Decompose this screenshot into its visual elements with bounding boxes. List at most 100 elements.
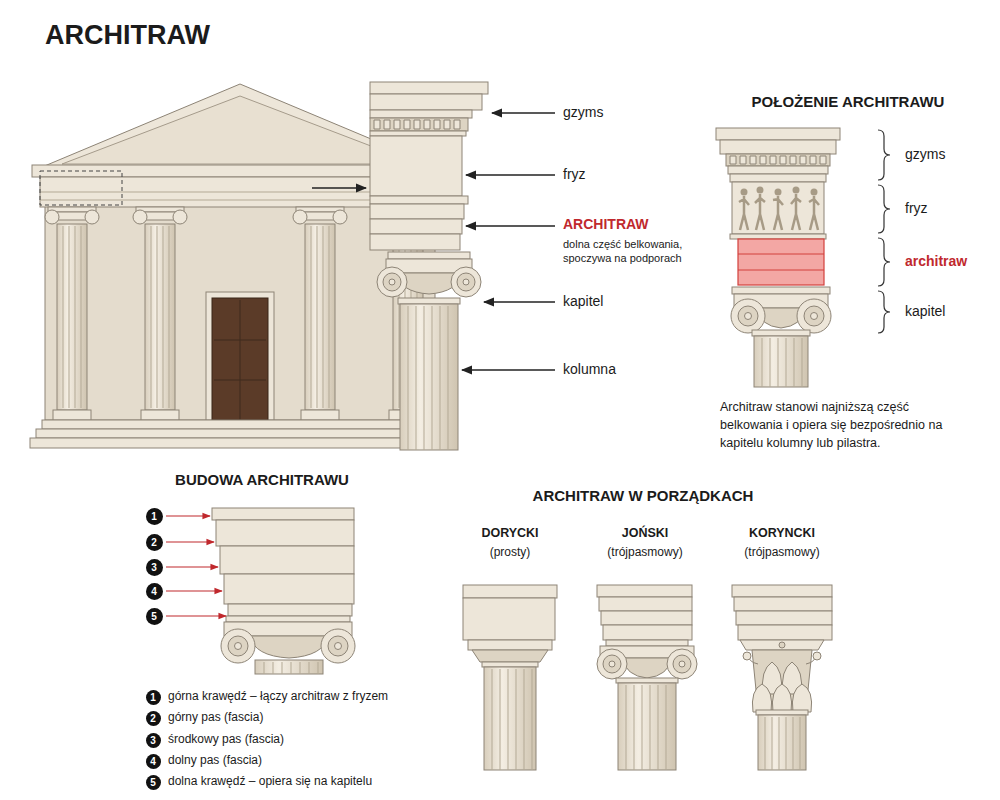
column-base <box>301 410 339 420</box>
fluting <box>408 306 448 450</box>
volute <box>328 636 348 656</box>
corner-volute <box>813 652 821 660</box>
list-item: górny pas (fascia) <box>168 710 263 724</box>
column-shaft <box>758 715 806 770</box>
cornice-cove <box>720 140 836 154</box>
echinus <box>472 650 548 662</box>
volute <box>738 306 758 326</box>
callout-number: 4 <box>146 754 161 769</box>
detail-arrow <box>312 187 366 188</box>
callout-number: 4 <box>146 583 163 600</box>
relief-head <box>775 189 782 196</box>
volute <box>673 655 691 673</box>
column-base <box>141 410 179 420</box>
cornice-fillet <box>370 110 472 118</box>
part-label: gzyms <box>905 146 945 163</box>
fluting <box>151 226 169 408</box>
acanthus-leaves <box>752 684 811 712</box>
callout-label: 4 <box>150 756 156 767</box>
part-label: fryz <box>563 166 586 183</box>
part-label: gzyms <box>563 104 603 121</box>
leader-arrow <box>466 174 555 175</box>
fluting <box>311 226 329 408</box>
list-item: dolna krawędź – opiera się na kapitelu <box>168 774 372 788</box>
fascia <box>599 597 692 611</box>
callout-label: 3 <box>150 735 156 746</box>
volute <box>377 267 407 297</box>
fascia <box>220 546 354 574</box>
fascia <box>734 597 832 611</box>
tympanum <box>62 96 418 164</box>
ionic-order <box>597 585 697 770</box>
callout-label: 4 <box>151 586 157 597</box>
cornice-slab <box>370 82 488 94</box>
bottom-edge <box>228 604 352 616</box>
architrave-highlight <box>738 239 824 285</box>
volute <box>603 655 621 673</box>
fluting <box>492 669 532 770</box>
fluting <box>762 338 802 387</box>
callout-number: 3 <box>146 733 161 748</box>
callout-number: 1 <box>146 690 161 705</box>
order-name: DORYCKI <box>481 526 538 541</box>
astragal <box>616 678 678 683</box>
highlight-label: ARCHITRAW <box>563 216 649 233</box>
section-heading: ARCHITRAW W PORZĄDKACH <box>533 487 754 505</box>
volute <box>797 299 831 333</box>
molding <box>370 196 468 204</box>
callout-number: 1 <box>146 508 163 525</box>
callout-number: 5 <box>146 608 163 625</box>
abacus <box>388 252 470 259</box>
volute <box>293 210 307 224</box>
column-shaft <box>484 667 536 770</box>
cornice-slab <box>716 128 840 140</box>
volute <box>667 649 697 679</box>
callout-label: 5 <box>151 611 157 622</box>
volute <box>228 636 248 656</box>
callout-label: 1 <box>151 511 157 522</box>
abacus <box>732 287 830 294</box>
order-name: KORYNCKI <box>749 526 815 541</box>
architrave <box>463 598 555 640</box>
part-label: kapitel <box>563 293 603 310</box>
leader-arrow <box>462 369 555 370</box>
leader-arrow <box>166 566 218 567</box>
volute-eye <box>811 313 818 320</box>
highlight-label: architraw <box>905 253 967 270</box>
leader-arrow <box>166 590 222 591</box>
relief-figures <box>739 194 819 230</box>
volute <box>597 649 627 679</box>
astragal <box>398 298 460 304</box>
corner-volute <box>743 652 751 660</box>
bracket <box>878 185 890 233</box>
fluting <box>765 717 800 770</box>
door <box>212 298 268 420</box>
fascia <box>216 520 354 546</box>
door-frame <box>206 292 274 420</box>
fluting <box>626 685 666 770</box>
molding <box>730 234 826 239</box>
fillet <box>728 166 828 174</box>
corinthian-order <box>732 585 832 770</box>
astragal <box>756 710 808 715</box>
order-name: JOŃSKI <box>622 526 669 541</box>
detail-column <box>370 82 555 450</box>
callout-label: 5 <box>150 777 156 788</box>
section-heading: BUDOWA ARCHITRAWU <box>175 471 349 489</box>
top-edge <box>212 508 354 520</box>
column-shaft <box>145 224 175 410</box>
order-note: (prosty) <box>490 545 531 559</box>
dentil-band <box>370 118 468 131</box>
fascia <box>370 204 464 219</box>
column-shaft <box>57 224 87 410</box>
volute <box>731 299 765 333</box>
cornice-band <box>732 585 832 597</box>
fascia <box>738 625 832 640</box>
helix <box>748 654 816 664</box>
volute-eye <box>235 643 242 650</box>
order-note: (trójpasmowy) <box>607 545 682 559</box>
leader-arrow <box>166 541 214 542</box>
step <box>42 420 438 429</box>
